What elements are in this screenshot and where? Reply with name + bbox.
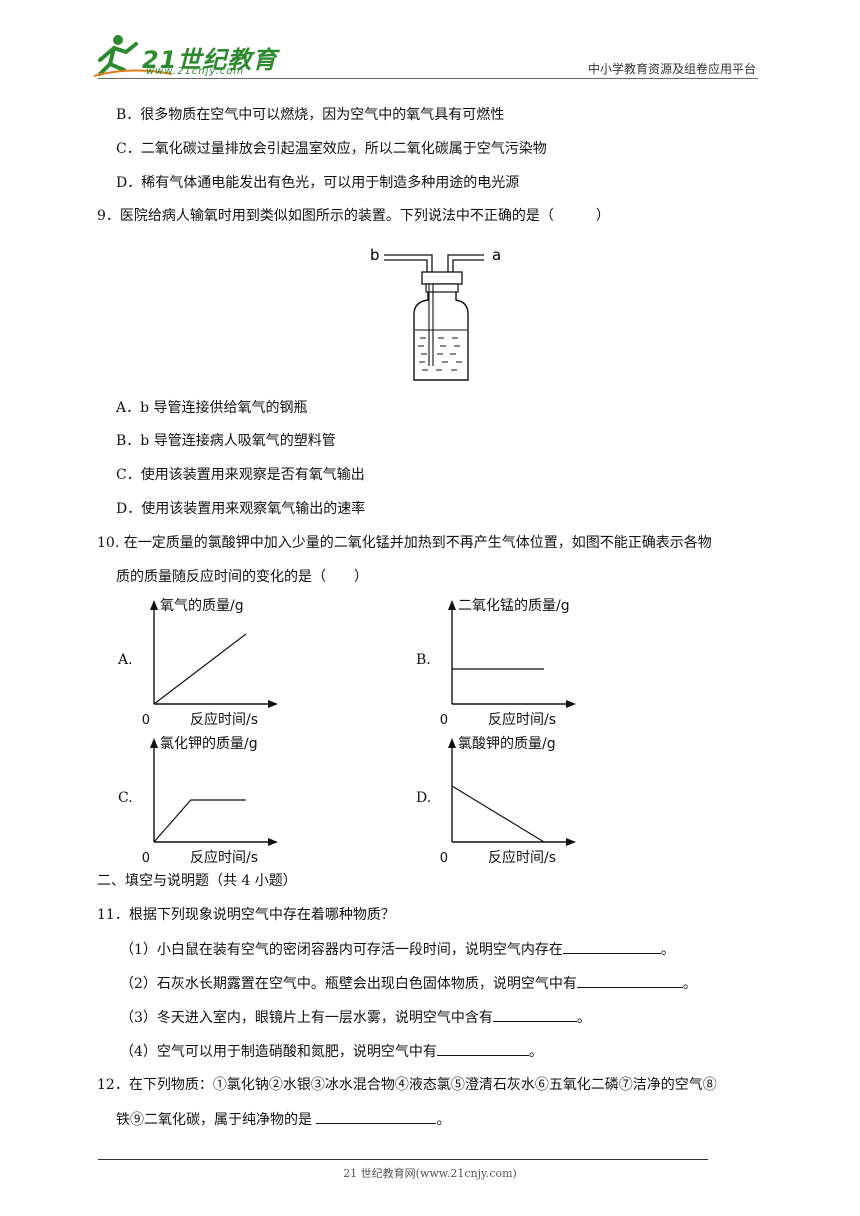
graph-4: 氯酸钾的质量/g 反应时间/s 0 <box>440 736 576 866</box>
header-divider <box>98 78 758 79</box>
y-axis-label: 氯化钾的质量/g <box>160 736 258 752</box>
label-a: a <box>492 246 501 264</box>
origin-label: 0 <box>440 713 448 728</box>
origin-label: 0 <box>440 851 448 866</box>
q11-sub-2: （2）石灰水长期露置在空气中。瓶壁会出现白色固体物质，说明空气中有。 <box>120 973 697 994</box>
logo-icon <box>93 35 173 77</box>
x-axis-label: 反应时间/s <box>488 849 556 866</box>
header-platform-text: 中小学教育资源及组卷应用平台 <box>587 62 756 76</box>
y-axis-arrow <box>448 600 456 610</box>
gas-washing-bottle-diagram: b a <box>370 246 501 381</box>
x-axis-arrow <box>566 700 576 708</box>
y-axis-label: 氧气的质量/g <box>160 598 244 614</box>
series-line <box>153 799 246 843</box>
graph-1: 氧气的质量/g 反应时间/s 0 <box>142 598 278 728</box>
answer-blank[interactable] <box>436 1041 529 1056</box>
q9-option-d: D．使用该装置用来观察氧气输出的速率 <box>116 501 366 517</box>
section-2-title: 二、填空与说明题（共 4 小题） <box>97 873 297 889</box>
x-axis-arrow <box>268 700 278 708</box>
graph-option-label: A. <box>118 652 133 668</box>
q11-sub-4: （4）空气可以用于制造硝酸和氮肥，说明空气中有。 <box>120 1041 543 1062</box>
series-line <box>153 633 247 705</box>
q8-option-c: C．二氧化碳过量排放会引起温室效应，所以二氧化碳属于空气污染物 <box>116 141 547 157</box>
q8-option-d: D．稀有气体通电能发出有色光，可以用于制造多种用途的电光源 <box>116 175 520 191</box>
logo-url: www.21cnjy.com <box>146 66 245 77</box>
q10-stem-line1: 10. 在一定质量的氯酸钾中加入少量的二氧化锰并加热到不再产生气体位置，如图不能… <box>97 535 712 551</box>
x-axis-label: 反应时间/s <box>190 711 258 728</box>
graph-option-label: D. <box>416 790 432 806</box>
answer-blank[interactable] <box>492 1007 577 1022</box>
y-axis-label: 氯酸钾的质量/g <box>458 736 556 752</box>
graph-2: 二氧化锰的质量/g 反应时间/s 0 <box>440 598 576 728</box>
footer-text: 21 世纪教育网(www.21cnjy.com) <box>343 1167 517 1180</box>
x-axis-label: 反应时间/s <box>488 711 556 728</box>
x-axis-arrow <box>566 838 576 846</box>
graph-3: 氯化钾的质量/g 反应时间/s 0 <box>142 736 278 866</box>
y-axis-arrow <box>448 738 456 748</box>
graph-option-label: B. <box>416 652 431 668</box>
x-axis-label: 反应时间/s <box>190 849 258 866</box>
q9-option-b: B．b 导管连接病人吸氧气的塑料管 <box>116 433 336 449</box>
origin-label: 0 <box>142 713 150 728</box>
answer-blank[interactable] <box>316 1109 437 1124</box>
answer-blank[interactable] <box>562 939 661 954</box>
footer-divider <box>98 1159 708 1160</box>
q11-sub-1: （1）小白鼠在装有空气的密闭容器内可存活一段时间，说明空气内存在。 <box>120 939 675 960</box>
logo-text: 21世纪教育 <box>142 46 278 74</box>
series-line <box>451 785 545 843</box>
y-axis-label: 二氧化锰的质量/g <box>458 598 570 614</box>
q11-sub-3: （3）冬天进入室内，眼镜片上有一层水雾，说明空气中含有。 <box>120 1007 591 1028</box>
q9-option-c: C．使用该装置用来观察是否有氧气输出 <box>116 467 365 483</box>
q12-stem-line2: 铁⑨二氧化碳，属于纯净物的是 。 <box>116 1109 450 1130</box>
q12-stem-line1: 12．在下列物质：①氯化钠②水银③冰水混合物④液态氯⑤澄清石灰水⑥五氧化二磷⑦洁… <box>97 1077 717 1093</box>
q9-stem: 9．医院给病人输氧时用到类似如图所示的装置。下列说法中不正确的是（ ） <box>97 208 610 224</box>
origin-label: 0 <box>142 851 150 866</box>
graph-option-label: C. <box>118 790 133 806</box>
y-axis-arrow <box>150 738 158 748</box>
answer-blank[interactable] <box>576 973 683 988</box>
q11-stem: 11．根据下列现象说明空气中存在着哪种物质？ <box>97 907 395 923</box>
q8-option-b: B．很多物质在空气中可以燃烧，因为空气中的氧气具有可燃性 <box>116 107 505 123</box>
q9-option-a: A．b 导管连接供给氧气的钢瓶 <box>116 400 308 416</box>
x-axis-arrow <box>268 838 278 846</box>
label-b: b <box>370 246 380 264</box>
y-axis-arrow <box>150 600 158 610</box>
q10-stem-line2: 质的质量随反应时间的变化的是（ ） <box>116 569 368 585</box>
